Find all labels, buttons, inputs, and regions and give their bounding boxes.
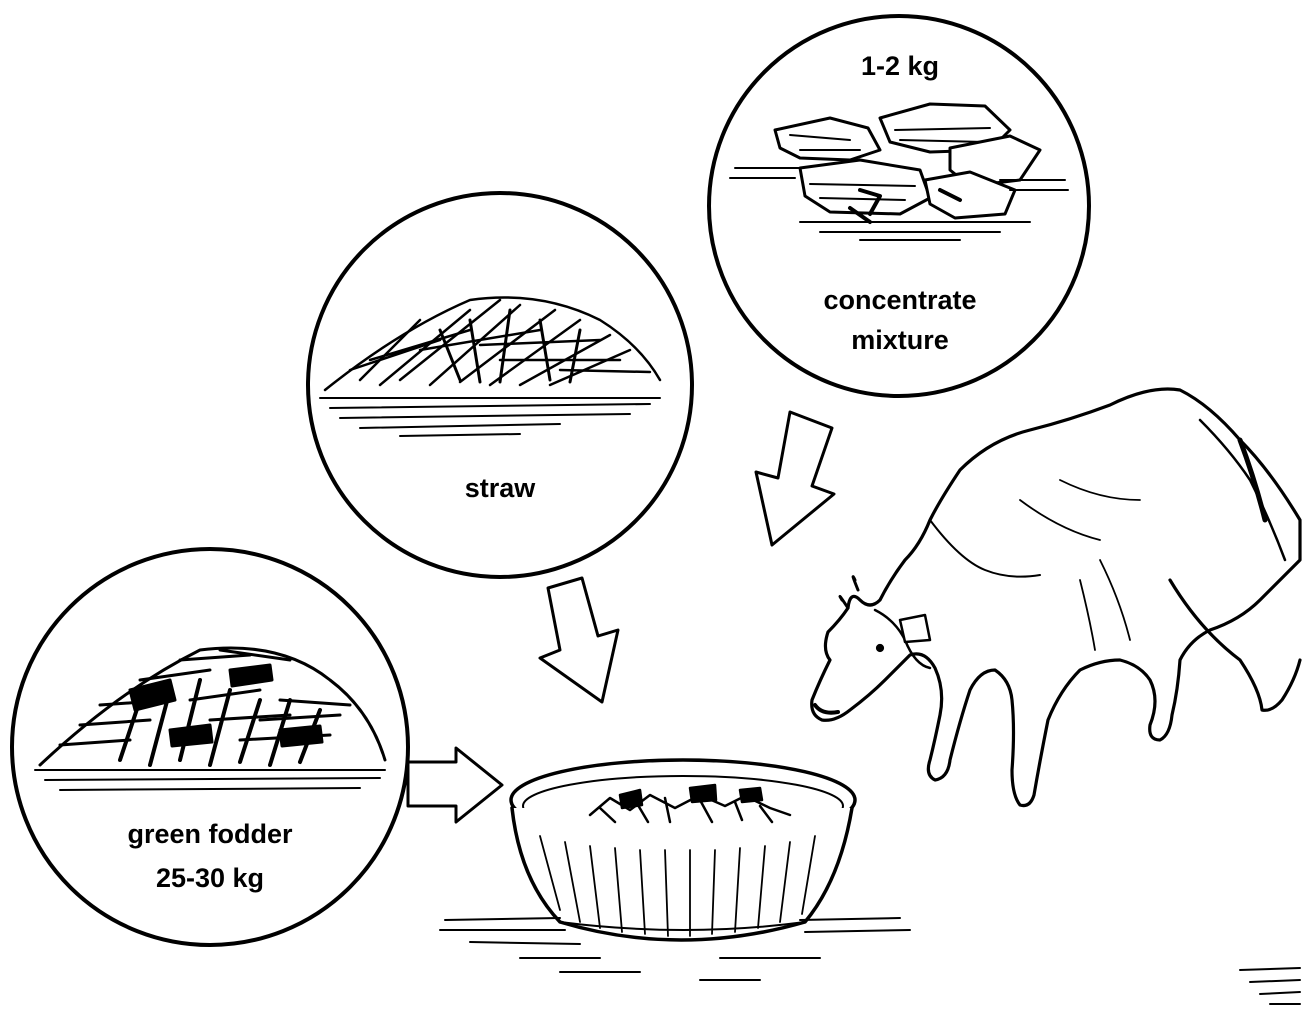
green-fodder-pile-illustration bbox=[35, 648, 385, 790]
straw-circle bbox=[308, 193, 692, 577]
arrow-straw-to-basin bbox=[540, 578, 618, 702]
feed-basin bbox=[511, 760, 855, 940]
green-fodder-amount-label: 25-30 kg bbox=[100, 862, 320, 894]
cow-illustration bbox=[812, 389, 1300, 806]
concentrate-name-line1: concentrate bbox=[780, 284, 1020, 316]
concentrate-amount-label: 1-2 kg bbox=[820, 50, 980, 82]
arrow-green-fodder-to-basin bbox=[408, 748, 502, 822]
straw-label: straw bbox=[420, 472, 580, 504]
arrow-concentrate-to-basin bbox=[756, 412, 834, 545]
concentrate-cakes-illustration bbox=[730, 104, 1068, 240]
straw-pile-illustration bbox=[320, 298, 660, 437]
green-fodder-name-label: green fodder bbox=[80, 818, 340, 850]
cow-ground-lines bbox=[1240, 968, 1300, 1004]
concentrate-name-line2: mixture bbox=[780, 324, 1020, 356]
